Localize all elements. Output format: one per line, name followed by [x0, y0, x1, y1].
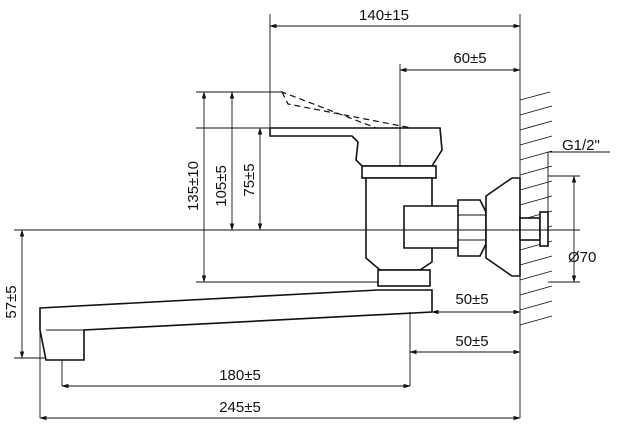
hex-nut [457, 199, 487, 257]
faucet-assembly [39, 90, 549, 361]
dim-spout-reach: 180±5 [219, 367, 261, 384]
spout-collar [377, 269, 431, 287]
dim-height-105: 105±5 [213, 165, 230, 207]
wall-flange [485, 177, 521, 277]
inlet-pipe [403, 205, 463, 249]
dim-spout-joint-lower: 50±5 [455, 333, 488, 350]
dim-wall-to-body: 60±5 [453, 50, 486, 67]
thread-stub [519, 217, 541, 241]
dim-height-135: 135±10 [185, 161, 202, 211]
dim-flange-diameter: Ø70 [568, 249, 596, 266]
dim-spout-joint-upper: 50±5 [455, 291, 488, 308]
dim-total-reach: 245±5 [219, 399, 261, 416]
dim-height-75: 75±5 [241, 163, 258, 196]
long-spout [39, 289, 433, 361]
cartridge-housing [361, 165, 437, 179]
wall-hatching [519, 91, 553, 330]
lever-handle [269, 127, 443, 167]
dim-thread: G1/2" [562, 137, 600, 154]
dimension-lines [19, 23, 577, 421]
dim-wall-to-lever: 140±15 [359, 7, 409, 24]
dim-outlet-height: 57±5 [3, 285, 20, 318]
